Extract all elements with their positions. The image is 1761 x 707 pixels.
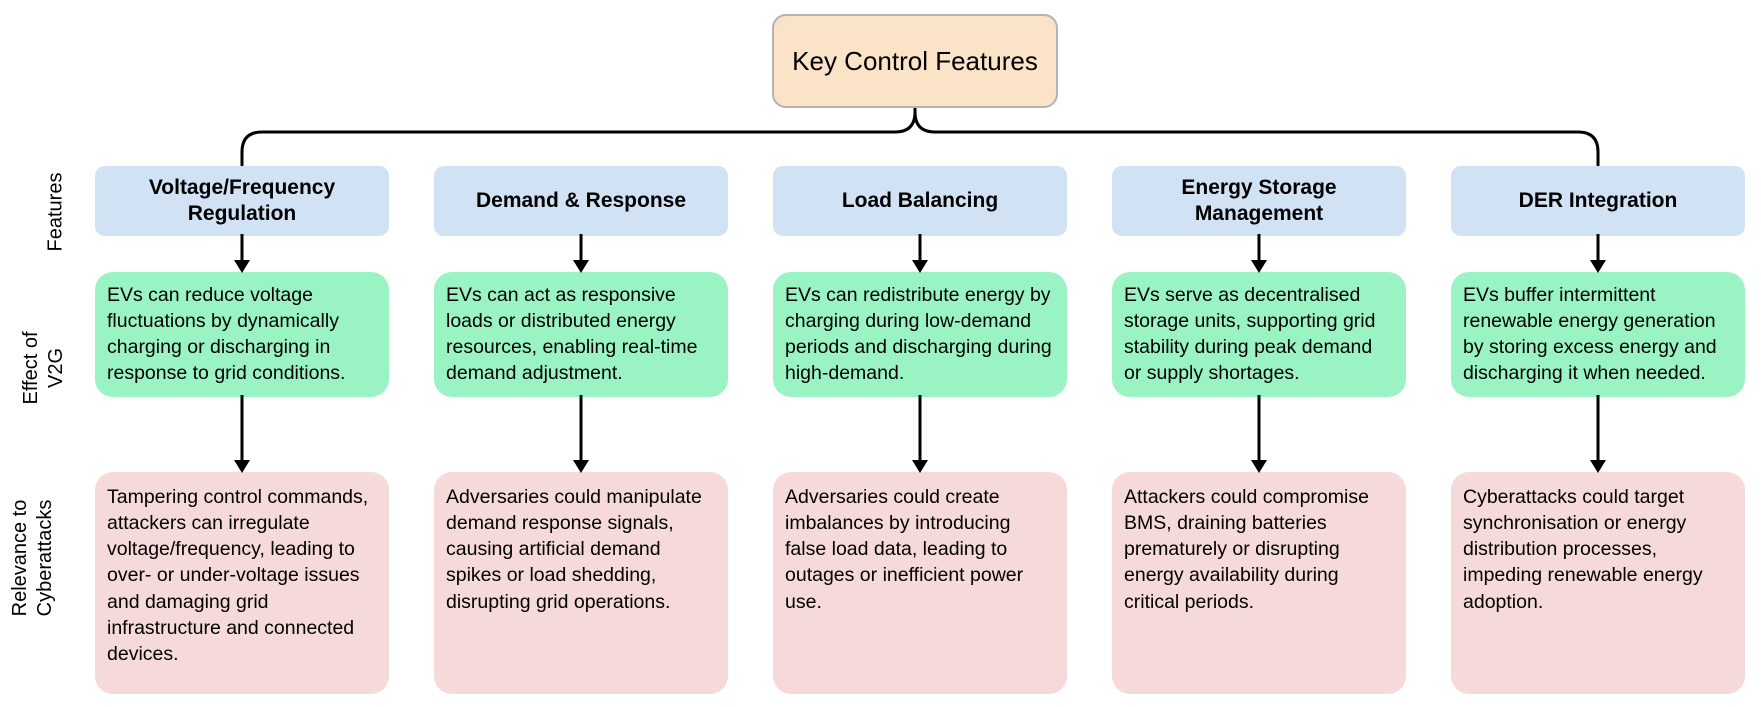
cyberattack-relevance-node: Adversaries could create imbalances by i… bbox=[773, 472, 1067, 694]
down-arrow-icon bbox=[434, 236, 728, 272]
feature-node: DER Integration bbox=[1451, 166, 1745, 236]
column-demand-response: Demand & Response EVs can act as respons… bbox=[434, 166, 728, 694]
v2g-effect-node: EVs can reduce voltage fluctuations by d… bbox=[95, 272, 389, 397]
feature-node: Voltage/Frequency Regulation bbox=[95, 166, 389, 236]
root-node: Key Control Features bbox=[772, 14, 1058, 108]
feature-node: Load Balancing bbox=[773, 166, 1067, 236]
row-label-features: Features bbox=[44, 172, 67, 252]
v2g-effect-node: EVs can act as responsive loads or distr… bbox=[434, 272, 728, 397]
feature-node: Demand & Response bbox=[434, 166, 728, 236]
v2g-effect-node: EVs buffer intermittent renewable energy… bbox=[1451, 272, 1745, 397]
row-label-effect-of-v2g: Effect of V2G bbox=[20, 331, 67, 405]
down-arrow-icon bbox=[1112, 397, 1406, 473]
cyberattack-relevance-node: Adversaries could manipulate demand resp… bbox=[434, 472, 728, 694]
down-arrow-icon bbox=[434, 397, 728, 473]
root-node-label: Key Control Features bbox=[792, 45, 1038, 76]
v2g-effect-node: EVs can redistribute energy by charging … bbox=[773, 272, 1067, 397]
down-arrow-icon bbox=[1112, 236, 1406, 272]
cyberattack-relevance-node: Attackers could compromise BMS, draining… bbox=[1112, 472, 1406, 694]
down-arrow-icon bbox=[1451, 397, 1745, 473]
v2g-effect-node: EVs serve as decentralised storage units… bbox=[1112, 272, 1406, 397]
column-der-integration: DER Integration EVs buffer intermittent … bbox=[1451, 166, 1745, 694]
down-arrow-icon bbox=[95, 236, 389, 272]
cyberattack-relevance-node: Tampering control commands, attackers ca… bbox=[95, 472, 389, 694]
column-energy-storage-management: Energy Storage Management EVs serve as d… bbox=[1112, 166, 1406, 694]
down-arrow-icon bbox=[773, 397, 1067, 473]
column-load-balancing: Load Balancing EVs can redistribute ener… bbox=[773, 166, 1067, 694]
row-label-relevance-to-cyberattacks: Relevance to Cyberattacks bbox=[9, 499, 56, 617]
down-arrow-icon bbox=[1451, 236, 1745, 272]
down-arrow-icon bbox=[95, 397, 389, 473]
feature-node: Energy Storage Management bbox=[1112, 166, 1406, 236]
column-voltage-frequency-regulation: Voltage/Frequency Regulation EVs can red… bbox=[95, 166, 389, 694]
cyberattack-relevance-node: Cyberattacks could target synchronisatio… bbox=[1451, 472, 1745, 694]
down-arrow-icon bbox=[773, 236, 1067, 272]
